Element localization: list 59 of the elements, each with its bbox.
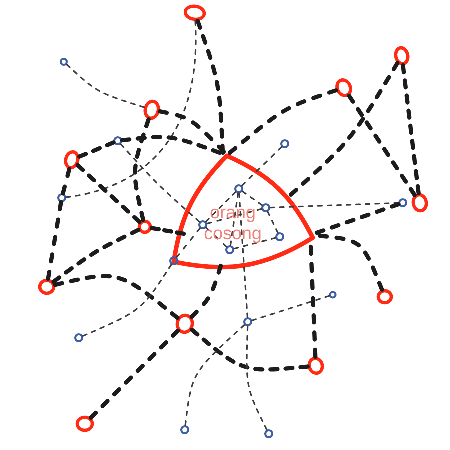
dashed-line — [241, 146, 283, 187]
small-circle-node — [264, 429, 274, 439]
thick-dashed-line — [53, 274, 180, 320]
dashed-line — [246, 326, 268, 431]
thick-dashed-line — [190, 264, 224, 320]
small-circle-node — [57, 193, 67, 203]
thick-dashed-line — [133, 117, 151, 222]
thick-dashed-line — [308, 244, 318, 360]
circle-node — [144, 100, 160, 120]
dashed-line — [120, 144, 200, 223]
small-circle-node — [113, 136, 123, 146]
small-circle-node — [234, 184, 244, 194]
small-circle-node — [275, 232, 285, 242]
dashed-line — [66, 20, 197, 198]
circle-node — [38, 278, 56, 296]
small-circle-node — [169, 256, 179, 266]
thick-dashed-line — [318, 234, 384, 292]
dashed-line — [267, 211, 279, 234]
small-circle-node — [261, 203, 271, 213]
thick-dashed-line — [52, 228, 141, 284]
thick-dashed-line — [78, 140, 116, 159]
small-circle-node — [198, 220, 208, 230]
dashed-line — [238, 192, 248, 318]
small-circle-node — [398, 198, 408, 208]
dashed-line — [82, 264, 172, 337]
small-circle-node — [225, 245, 235, 255]
dashed-line — [242, 190, 264, 206]
thick-dashed-line — [158, 109, 226, 154]
small-circle-node — [74, 333, 84, 343]
thick-dashed-line — [196, 18, 226, 156]
circle-node — [76, 416, 94, 432]
circle-node — [184, 4, 206, 22]
circle-node — [138, 220, 152, 234]
thick-dashed-line — [314, 202, 401, 236]
thick-dashed-line — [288, 61, 400, 198]
thick-dashed-line — [150, 226, 186, 236]
circle-node — [308, 356, 324, 376]
dashed-line — [252, 295, 330, 322]
small-circle-node — [180, 425, 190, 435]
thick-dashed-line — [120, 135, 222, 156]
thick-dashed-line — [61, 167, 72, 196]
thick-dashed-line — [190, 328, 310, 372]
thick-dashed-line — [228, 88, 338, 156]
thick-dashed-line — [46, 200, 64, 282]
thick-dashed-line — [76, 163, 142, 224]
circle-node — [376, 289, 394, 305]
thick-dashed-line — [89, 328, 180, 420]
dashed-line — [230, 192, 240, 246]
dashed-line — [184, 324, 246, 426]
dashed-line — [270, 202, 400, 209]
dashed-line — [234, 237, 276, 250]
thick-dashed-line — [347, 94, 417, 198]
circle-node — [176, 314, 194, 334]
circle-node — [412, 193, 428, 213]
dashed-line — [66, 64, 146, 108]
dashed-line — [176, 228, 201, 258]
thick-dashed-line — [401, 63, 421, 196]
small-circle-node — [280, 139, 290, 149]
small-circle-node — [243, 317, 253, 327]
